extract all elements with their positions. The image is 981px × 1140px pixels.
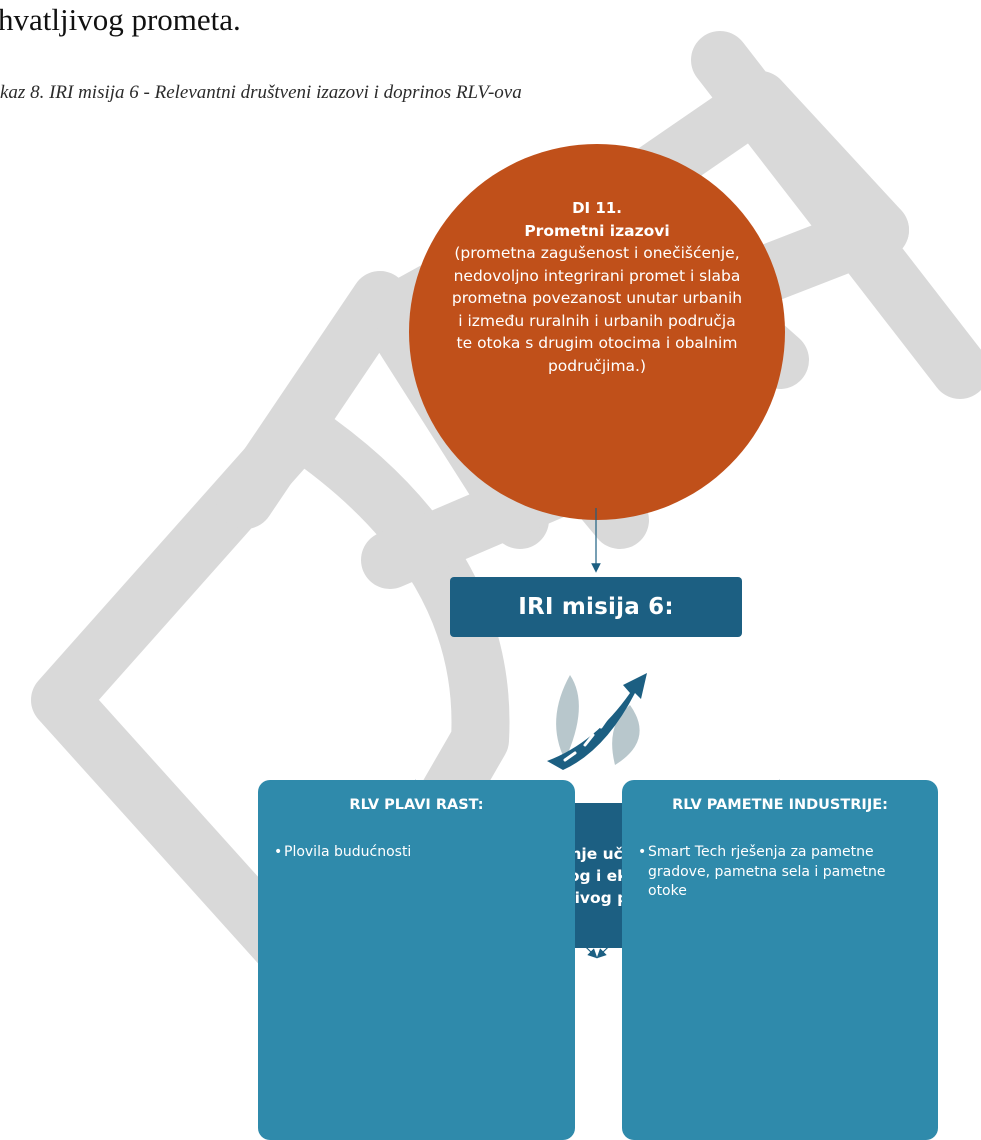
road-leaf-arrow-icon [547, 673, 647, 770]
card-title: RLV PLAVI RAST: [349, 797, 484, 813]
challenge-title: Prometni izazovi [524, 221, 670, 240]
list-item: Smart Tech rješenja za pametne gradove, … [638, 843, 924, 902]
card-title: RLV PAMETNE INDUSTRIJE: [672, 797, 888, 813]
card-pametne-industrije: RLV PAMETNE INDUSTRIJE: Smart Tech rješe… [622, 780, 938, 1140]
intro-text: hvatljivog prometa. [0, 2, 241, 37]
challenge-circle: DI 11. Prometni izazovi (prometna zaguše… [409, 144, 785, 520]
card-list: Plovila budućnosti [258, 843, 575, 863]
figure-caption: kaz 8. IRI misija 6 - Relevantni društve… [0, 82, 522, 103]
card-list: Smart Tech rješenja za pametne gradove, … [622, 843, 938, 902]
challenge-id: DI 11. [572, 199, 622, 217]
list-item: Plovila budućnosti [274, 843, 561, 863]
mission-title-box: IRI misija 6: [450, 577, 742, 637]
card-plavi-rast: RLV PLAVI RAST: Plovila budućnosti [258, 780, 575, 1140]
challenge-description: (prometna zagušenost i onečišćenje, nedo… [451, 244, 743, 375]
